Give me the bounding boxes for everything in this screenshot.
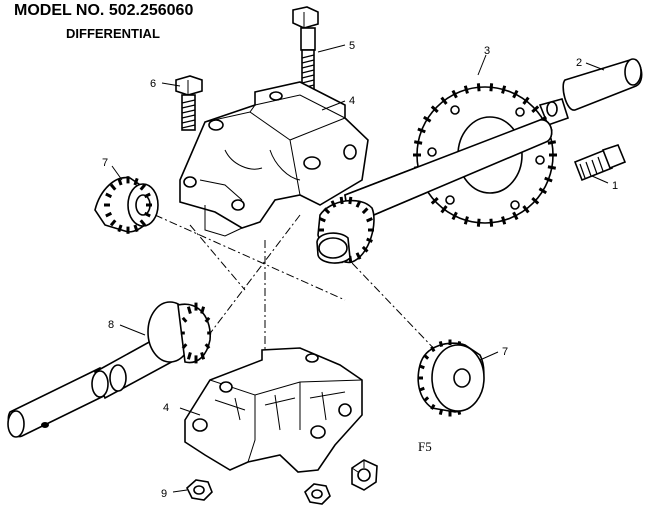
axle-shaft-part — [538, 58, 643, 127]
nut-parts — [186, 459, 378, 505]
callout-3: 3 — [484, 45, 490, 57]
lower-housing-part — [184, 347, 363, 473]
callout-numbers: 1 2 3 4 4 5 6 7 7 8 9 F5 — [102, 40, 618, 500]
half-axle-part — [7, 301, 212, 438]
upper-housing-part — [179, 81, 369, 237]
callout-1: 1 — [612, 180, 618, 192]
callout-5: 5 — [349, 40, 355, 52]
leader-lines — [111, 44, 609, 493]
callout-7-left: 7 — [102, 157, 108, 169]
bevel-gear-left-part — [94, 176, 159, 234]
callout-4-lower: 4 — [163, 402, 169, 414]
short-bolt-part — [175, 75, 203, 131]
callout-6: 6 — [150, 78, 156, 90]
figure-label: F5 — [418, 439, 432, 454]
callout-4-upper: 4 — [349, 95, 355, 107]
callout-7-right: 7 — [502, 346, 508, 358]
model-number: MODEL NO. 502.256060 — [14, 2, 194, 19]
callout-8: 8 — [108, 319, 114, 331]
callout-9: 9 — [161, 488, 167, 500]
bevel-gear-center-part — [316, 196, 375, 264]
sprocket-part — [344, 83, 557, 227]
set-screw-part — [573, 144, 627, 182]
gear-right-part — [417, 339, 485, 417]
diagram-title: DIFFERENTIAL — [66, 26, 160, 41]
assembly-lines — [154, 214, 441, 356]
callout-2: 2 — [576, 57, 582, 69]
